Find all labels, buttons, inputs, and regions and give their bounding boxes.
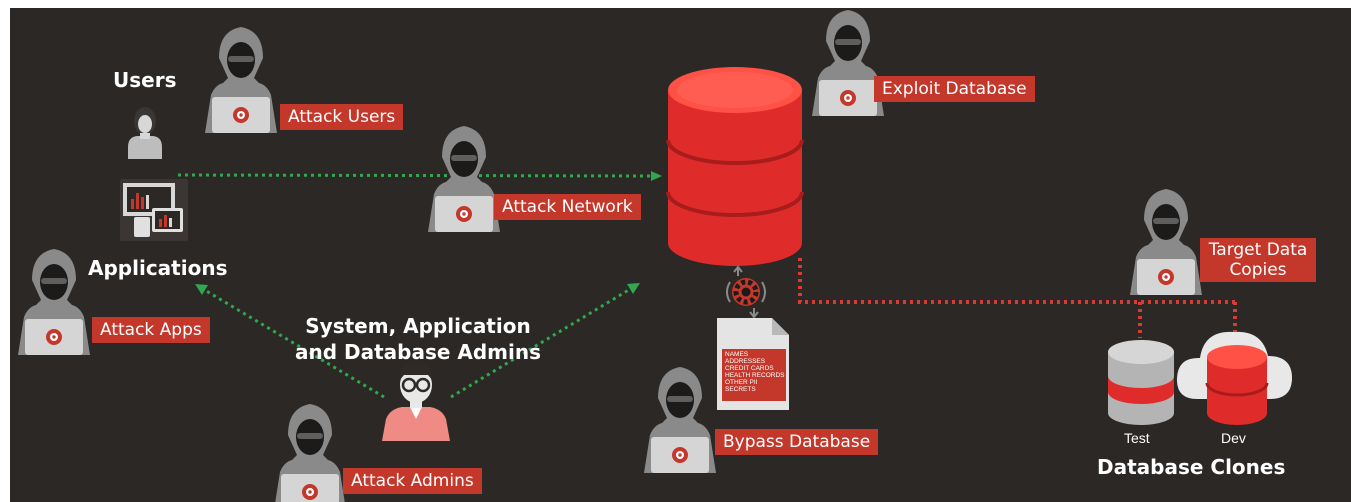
- link-admin-to-apps: [202, 287, 385, 399]
- link-admin-to-database: [450, 286, 633, 399]
- link-database-to-clones: [798, 258, 1237, 338]
- user-icon: [128, 107, 162, 159]
- document-line: CREDIT CARDS: [725, 365, 774, 372]
- clone-dev-label: Dev: [1221, 430, 1246, 446]
- bypass-database-tag: Bypass Database: [715, 429, 879, 455]
- document-icon: [717, 318, 789, 410]
- admins-label: System, Application and Database Admins: [294, 314, 542, 364]
- attack-apps-tag: Attack Apps: [92, 317, 210, 343]
- exploit-database-tag: Exploit Database: [874, 76, 1035, 102]
- hacker-target-copies-icon: [1130, 189, 1202, 295]
- link-admin-to-apps-arrowhead: [195, 284, 208, 295]
- document-line: NAMES: [725, 351, 749, 358]
- hacker-attack-apps-icon: [18, 249, 90, 355]
- hacker-bypass-database-icon: [644, 367, 716, 473]
- target-data-copies-tag: Target Data Copies: [1200, 238, 1316, 282]
- applications-label: Applications: [88, 256, 228, 280]
- document-line: OTHER PII: [725, 379, 758, 386]
- attack-network-tag: Attack Network: [494, 194, 641, 220]
- link-apps-arrowhead: [651, 171, 662, 181]
- document-line: HEALTH RECORDS: [725, 372, 785, 379]
- users-label: Users: [113, 68, 177, 92]
- hacker-attack-users-icon: [205, 27, 277, 133]
- admin-icon: [382, 363, 450, 441]
- database-icon: [666, 67, 804, 266]
- clone-test-label: Test: [1124, 430, 1150, 446]
- document-line: ADDRESSES: [725, 358, 766, 365]
- attack-users-tag: Attack Users: [280, 104, 404, 130]
- database-clones-label: Database Clones: [1097, 455, 1286, 479]
- hacker-attack-admins-icon: [274, 404, 346, 502]
- hacker-attack-network-icon: [428, 126, 500, 232]
- link-admin-to-database-arrowhead: [627, 283, 640, 294]
- link-apps-to-database: [177, 173, 653, 178]
- sync-gear-icon: [726, 265, 766, 319]
- devices-icon: [120, 179, 188, 241]
- attack-admins-tag: Attack Admins: [343, 468, 482, 494]
- clone-test-database-icon: [1108, 340, 1174, 425]
- document-line: SECRETS: [725, 386, 756, 393]
- clone-dev-database-icon: [1205, 345, 1269, 425]
